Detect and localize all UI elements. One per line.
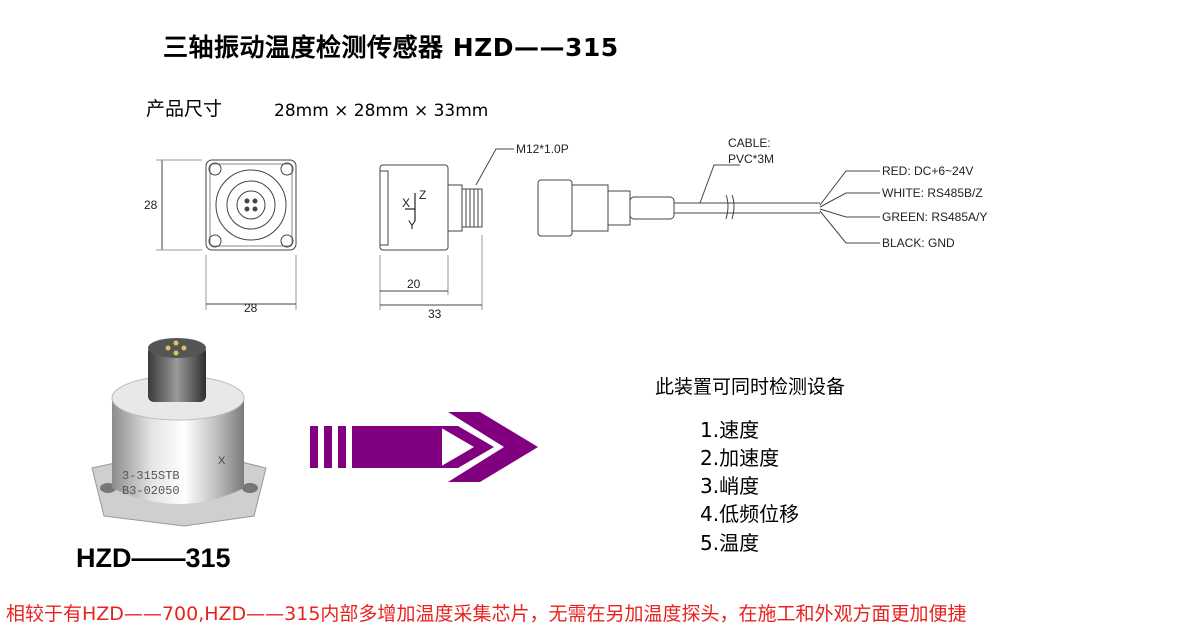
engraving-line-2: B3-02050 [122,484,180,498]
model-label: HZD——315 [76,543,231,573]
product-image: 3-315STB B3-02050 X [91,338,267,527]
front-view-body [205,159,297,251]
wire-white: WHITE: RS485B/Z [882,186,983,200]
axis-y-label: Y [408,218,416,232]
dimensions-text: 28mm × 28mm × 33mm [274,101,489,121]
sensor-body [112,398,244,504]
comparison-note: 相较于有HZD——700,HZD——315内部多增加温度采集芯片，无需在另加温度… [6,603,967,625]
measure-item-acceleration: 2.加速度 [700,446,780,470]
wire-black: BLACK: GND [882,236,955,250]
measure-item-temperature: 5.温度 [700,531,760,555]
wire-red: RED: DC+6~24V [882,164,973,178]
measure-item-kurtosis: 3.峭度 [700,474,760,498]
body-axis-mark: X [218,455,226,467]
wire-green: GREEN: RS485A/Y [882,210,987,224]
axis-z-label: Z [419,188,426,202]
technical-drawing: X Z Y 28 28 20 33 M12*1.0P CABLE: PVC*3M… [144,136,987,320]
cable-label-1: CABLE: [728,136,771,150]
cable-label-2: PVC*3M [728,152,774,166]
arrow-icon [310,412,538,482]
connector [148,346,206,402]
engraving-line-1: 3-315STB [122,469,180,483]
dim-20: 20 [407,277,421,291]
dim-width: 28 [244,301,258,315]
connector-face [215,169,287,241]
page-title: 三轴振动温度检测传感器 HZD——315 [163,33,619,62]
measure-heading: 此装置可同时检测设备 [655,376,846,398]
dim-height: 28 [144,198,158,212]
measure-item-velocity: 1.速度 [700,418,760,442]
side-view-body [379,164,449,251]
size-label: 产品尺寸 [146,98,223,120]
thread-spec: M12*1.0P [516,142,569,156]
side-view-connector [447,184,463,232]
dim-33: 33 [428,307,442,320]
measure-item-displacement: 4.低频位移 [700,502,800,526]
axis-x-label: X [402,196,410,210]
cable-plug [537,179,573,237]
